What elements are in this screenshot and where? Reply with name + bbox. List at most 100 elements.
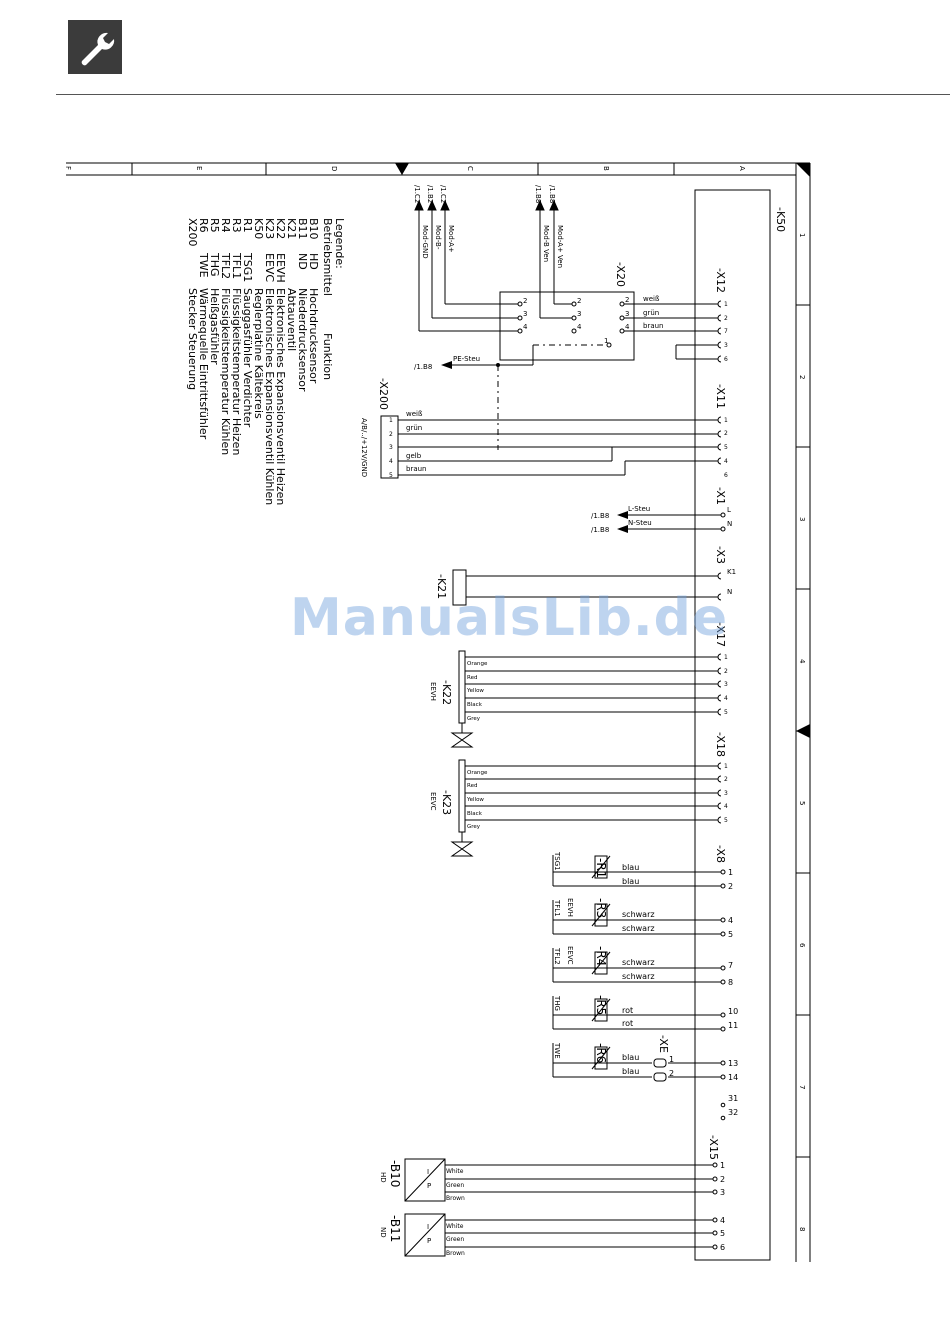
x17-pins: 12 34 5 <box>724 654 728 716</box>
legend-func: Heißgasfühler <box>208 288 221 365</box>
svg-text:5: 5 <box>389 472 393 479</box>
svg-text:grün: grün <box>406 424 422 432</box>
legend-func: Reglerplatine Kältekreis <box>252 288 265 419</box>
x20-box <box>499 291 635 361</box>
x1-label: -X1 <box>714 487 727 505</box>
svg-text:4: 4 <box>720 1216 725 1225</box>
svg-text:rot: rot <box>622 1006 633 1015</box>
bus-label: Mod-A+ <box>447 225 455 253</box>
legend-ref: R1 <box>241 218 254 233</box>
row-label-4: 4 <box>798 659 806 664</box>
svg-text:3: 3 <box>577 310 581 318</box>
svg-text:4: 4 <box>724 695 728 702</box>
x3-pins: K1N <box>727 568 736 596</box>
sensor-r4: -R4 EEVC TFL2 schwarz schwarz 7 8 <box>552 946 733 987</box>
bus-ref: /1.B2 <box>426 185 434 203</box>
bus-label: Mod-A+ Ven <box>556 225 564 268</box>
sensor-b10: I P -B10 HD White Green Brown 1 2 3 <box>379 1158 725 1202</box>
svg-text:Grey: Grey <box>467 716 481 722</box>
legend-func: Niederdrucksensor <box>296 288 309 392</box>
legend-abbr: TWE <box>197 252 210 278</box>
legend-col1-header: Betriebsmittel <box>321 218 334 296</box>
frame-row-labels: 1 2 3 4 5 6 7 8 <box>798 233 806 1231</box>
svg-text:HD: HD <box>379 1172 387 1183</box>
legend-ref: X200 <box>186 218 199 247</box>
svg-text:2: 2 <box>728 882 733 891</box>
frame-markers <box>395 163 810 738</box>
row-label-1: 1 <box>798 233 806 237</box>
row-label-6: 6 <box>798 943 806 948</box>
x20-wiring <box>419 301 718 365</box>
svg-text:White: White <box>446 1223 464 1230</box>
svg-text:6: 6 <box>724 356 728 363</box>
x17-wiring <box>450 650 718 748</box>
svg-text:blau: blau <box>622 1067 639 1076</box>
svg-text:TFL1: TFL1 <box>553 899 561 917</box>
x200-pins: 12 34 5 <box>389 417 393 479</box>
svg-text:5: 5 <box>720 1229 725 1238</box>
svg-text:2: 2 <box>577 297 581 305</box>
legend: Legende: Betriebsmittel Funktion B10HDHo… <box>186 218 346 505</box>
legend-abbr: TFL2 <box>219 252 232 279</box>
svg-text:2: 2 <box>523 297 527 305</box>
svg-text:Red: Red <box>467 783 477 789</box>
svg-text:blau: blau <box>622 877 639 886</box>
svg-text:4: 4 <box>724 803 728 810</box>
row-label-7: 7 <box>798 1085 806 1089</box>
bus-ref: /1.B8 <box>534 185 542 203</box>
x1-wiring <box>628 512 726 532</box>
svg-text:blau: blau <box>622 863 639 872</box>
legend-abbr: TFL1 <box>230 252 243 279</box>
svg-text:L: L <box>727 506 731 514</box>
svg-text:K1: K1 <box>727 568 736 576</box>
x8-label: -X8 <box>714 845 727 863</box>
x200-sub: A/B/../+12V/GND <box>360 418 368 477</box>
x20-label: -X20 <box>614 262 627 287</box>
x18-wiring <box>450 759 718 857</box>
k22-label: -K22 <box>440 680 453 705</box>
svg-text:weiß: weiß <box>643 295 660 303</box>
k50-board <box>694 189 771 1261</box>
svg-text:13: 13 <box>728 1059 738 1068</box>
svg-text:4: 4 <box>523 323 528 331</box>
svg-text:Orange: Orange <box>467 661 488 667</box>
svg-text:2: 2 <box>669 1069 674 1078</box>
svg-text:weiß: weiß <box>406 410 423 418</box>
svg-text:4: 4 <box>625 323 630 331</box>
legend-ref: R6 <box>197 218 210 233</box>
svg-text:TSG1: TSG1 <box>553 851 561 871</box>
svg-text:4: 4 <box>728 916 733 925</box>
x18-pins: 12 34 5 <box>724 763 728 824</box>
svg-text:6: 6 <box>724 472 728 479</box>
legend-title: Legende: <box>333 218 346 269</box>
legend-abbr: TSG1 <box>241 252 254 282</box>
svg-text:rot: rot <box>622 1019 633 1028</box>
x12-label: -X12 <box>714 268 727 293</box>
legend-ref: R3 <box>230 218 243 233</box>
svg-text:-R1: -R1 <box>594 858 608 878</box>
x8-spare-pins: 31 32 <box>720 1094 738 1121</box>
svg-text:3: 3 <box>724 342 728 349</box>
svg-text:ND: ND <box>379 1227 387 1238</box>
svg-text:Yellow: Yellow <box>466 688 484 694</box>
legend-ref: K22 <box>274 218 287 239</box>
wrench-icon-box <box>68 20 122 74</box>
svg-text:PE-Steu: PE-Steu <box>453 355 480 363</box>
svg-text:2: 2 <box>724 315 728 322</box>
row-label-2: 2 <box>798 375 806 379</box>
svg-text:1: 1 <box>724 654 728 661</box>
svg-text:P: P <box>427 1237 431 1245</box>
svg-text:3: 3 <box>724 681 728 688</box>
svg-text:Yellow: Yellow <box>466 797 484 803</box>
col-label-d: D <box>330 166 338 171</box>
k50-label: -K50 <box>774 207 787 232</box>
sensor-r3: -R3 EEVH TFL1 schwarz schwarz 4 5 <box>552 898 733 939</box>
svg-text:Orange: Orange <box>467 770 488 776</box>
legend-func: Stecker Steuerung <box>186 288 199 390</box>
legend-func: Elektronisches Expansionsventil Kühlen <box>263 288 276 505</box>
legend-ref: R4 <box>219 218 232 233</box>
svg-text:-R5: -R5 <box>594 995 608 1015</box>
x11-wiring <box>398 419 718 476</box>
